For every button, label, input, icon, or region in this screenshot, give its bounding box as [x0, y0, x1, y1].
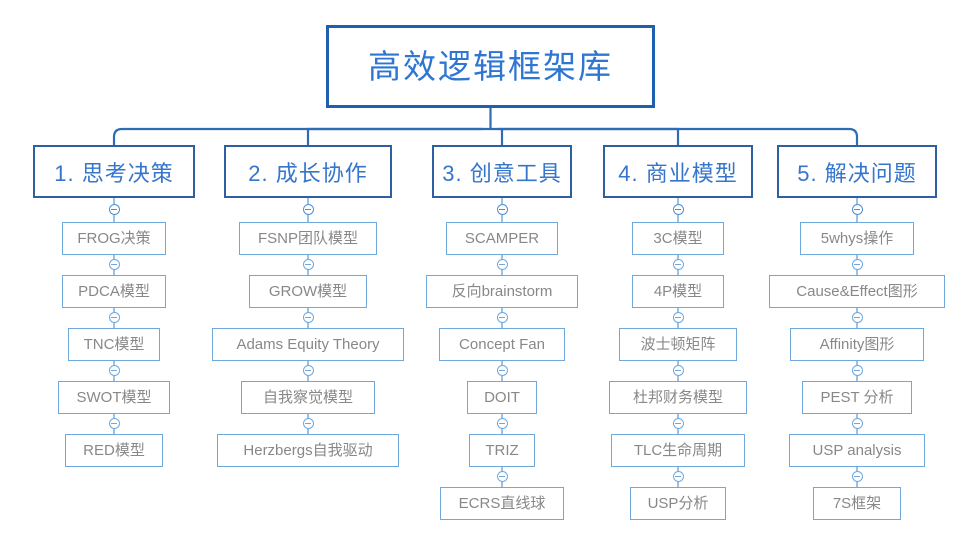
item-label: USP分析: [647, 495, 709, 512]
connector-ring-1-1: [108, 259, 120, 270]
connector-ring-2-1: [302, 259, 314, 270]
connector-ring-4-5: [672, 471, 684, 482]
item-label: 4P模型: [653, 283, 703, 300]
item-label: PDCA模型: [78, 283, 150, 300]
category-box-1[interactable]: 1. 思考决策: [33, 145, 195, 198]
category-label-3: 3. 创意工具: [442, 160, 562, 186]
item-label: 5whys操作: [820, 230, 894, 247]
item-box-3-4[interactable]: DOIT: [467, 381, 537, 414]
item-label: GROW模型: [268, 283, 348, 300]
connector-ring-cat-1: [108, 204, 120, 215]
category-label-4: 4. 商业模型: [618, 160, 738, 186]
connector-ring-3-4: [496, 418, 508, 429]
item-label: 7S框架: [832, 495, 882, 512]
item-label: Herzbergs自我驱动: [243, 442, 373, 459]
item-label: 反向brainstorm: [451, 283, 553, 300]
connector-ring-cat-5: [851, 204, 863, 215]
item-box-4-2[interactable]: 4P模型: [632, 275, 724, 308]
item-box-4-6[interactable]: USP分析: [630, 487, 726, 520]
connector-ring-3-1: [496, 259, 508, 270]
item-box-4-3[interactable]: 波士顿矩阵: [619, 328, 737, 361]
item-box-4-5[interactable]: TLC生命周期: [611, 434, 745, 467]
item-box-5-4[interactable]: PEST 分析: [802, 381, 912, 414]
connector-ring-cat-4: [672, 204, 684, 215]
item-label: Cause&Effect图形: [796, 283, 918, 300]
category-label-2: 2. 成长协作: [248, 160, 368, 186]
item-label: FSNP团队模型: [257, 230, 358, 247]
category-box-4[interactable]: 4. 商业模型: [603, 145, 753, 198]
item-box-1-3[interactable]: TNC模型: [68, 328, 160, 361]
item-box-5-5[interactable]: USP analysis: [789, 434, 925, 467]
connector-ring-5-5: [851, 471, 863, 482]
item-label: SCAMPER: [464, 230, 540, 247]
diagram-title-box: 高效逻辑框架库: [326, 25, 655, 108]
item-box-3-3[interactable]: Concept Fan: [439, 328, 565, 361]
item-label: SWOT模型: [76, 389, 152, 406]
category-box-3[interactable]: 3. 创意工具: [432, 145, 572, 198]
item-label: Affinity图形: [819, 336, 895, 353]
connector-ring-1-2: [108, 312, 120, 323]
item-box-5-1[interactable]: 5whys操作: [800, 222, 914, 255]
item-label: USP analysis: [812, 442, 902, 459]
item-label: 波士顿矩阵: [640, 336, 716, 353]
category-box-2[interactable]: 2. 成长协作: [224, 145, 392, 198]
item-box-1-4[interactable]: SWOT模型: [58, 381, 170, 414]
connector-ring-5-3: [851, 365, 863, 376]
item-box-3-2[interactable]: 反向brainstorm: [426, 275, 578, 308]
connector-ring-4-1: [672, 259, 684, 270]
item-box-1-1[interactable]: FROG决策: [62, 222, 166, 255]
connector-ring-5-2: [851, 312, 863, 323]
connector-ring-cat-2: [302, 204, 314, 215]
connector-ring-5-4: [851, 418, 863, 429]
item-box-4-4[interactable]: 杜邦财务模型: [609, 381, 747, 414]
item-box-5-6[interactable]: 7S框架: [813, 487, 901, 520]
item-label: TRIZ: [485, 442, 519, 459]
item-label: RED模型: [83, 442, 145, 459]
item-label: 自我察觉模型: [262, 389, 353, 406]
connector-ring-2-2: [302, 312, 314, 323]
item-box-2-4[interactable]: 自我察觉模型: [241, 381, 375, 414]
item-box-3-6[interactable]: ECRS直线球: [440, 487, 564, 520]
category-box-5[interactable]: 5. 解决问题: [777, 145, 937, 198]
item-label: 杜邦财务模型: [632, 389, 723, 406]
connector-ring-1-4: [108, 418, 120, 429]
connector-ring-3-2: [496, 312, 508, 323]
item-label: PEST 分析: [820, 389, 894, 406]
item-box-5-2[interactable]: Cause&Effect图形: [769, 275, 945, 308]
item-label: TLC生命周期: [633, 442, 723, 459]
connector-ring-3-3: [496, 365, 508, 376]
item-label: DOIT: [484, 389, 520, 406]
item-label: TNC模型: [83, 336, 145, 353]
item-box-2-1[interactable]: FSNP团队模型: [239, 222, 377, 255]
item-label: Adams Equity Theory: [236, 336, 380, 353]
connector-ring-5-1: [851, 259, 863, 270]
connector-ring-4-2: [672, 312, 684, 323]
page-title: 高效逻辑框架库: [368, 48, 613, 85]
connector-ring-4-3: [672, 365, 684, 376]
item-label: FROG决策: [77, 230, 151, 247]
connector-ring-cat-3: [496, 204, 508, 215]
item-label: 3C模型: [653, 230, 703, 247]
connector-ring-2-3: [302, 365, 314, 376]
category-label-5: 5. 解决问题: [797, 160, 917, 186]
item-box-2-3[interactable]: Adams Equity Theory: [212, 328, 404, 361]
category-label-1: 1. 思考决策: [54, 160, 174, 186]
item-box-3-5[interactable]: TRIZ: [469, 434, 535, 467]
item-box-5-3[interactable]: Affinity图形: [790, 328, 924, 361]
item-box-2-2[interactable]: GROW模型: [249, 275, 367, 308]
connector-ring-4-4: [672, 418, 684, 429]
item-box-2-5[interactable]: Herzbergs自我驱动: [217, 434, 399, 467]
item-label: ECRS直线球: [458, 495, 546, 512]
connector-ring-3-5: [496, 471, 508, 482]
connector-ring-2-4: [302, 418, 314, 429]
item-label: Concept Fan: [459, 336, 545, 353]
item-box-1-2[interactable]: PDCA模型: [62, 275, 166, 308]
item-box-4-1[interactable]: 3C模型: [632, 222, 724, 255]
item-box-1-5[interactable]: RED模型: [65, 434, 163, 467]
connector-ring-1-3: [108, 365, 120, 376]
item-box-3-1[interactable]: SCAMPER: [446, 222, 558, 255]
